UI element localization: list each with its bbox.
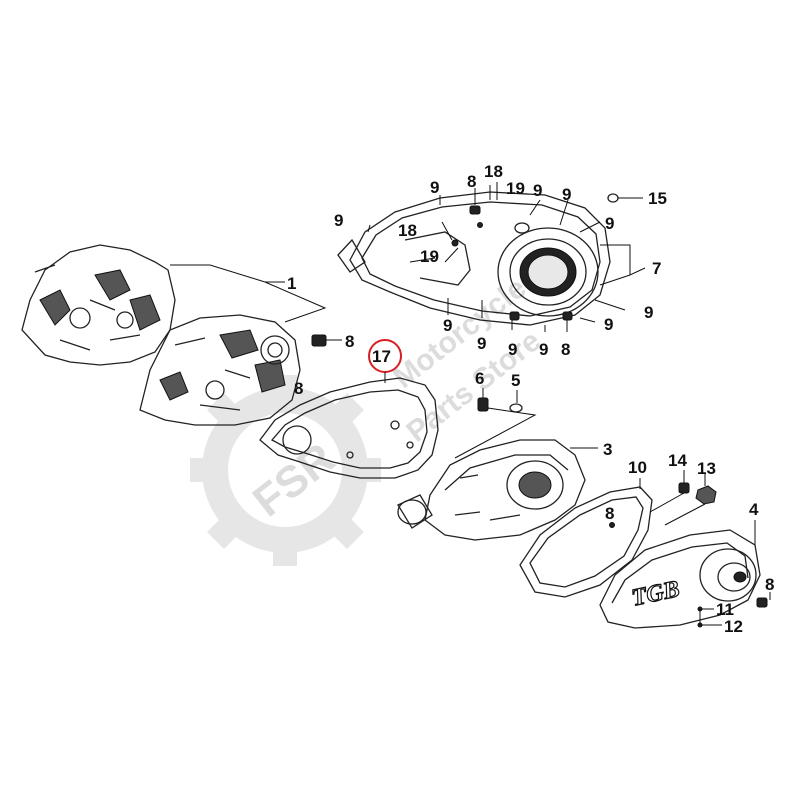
label-9-i: 9 — [539, 340, 548, 359]
crankcase-right-half — [139, 314, 301, 426]
leader-lines-5-6 — [454, 407, 537, 459]
dowel-pin-8 — [311, 334, 342, 347]
label-5: 5 — [511, 371, 520, 390]
label-9-d: 9 — [334, 211, 343, 230]
label-4: 4 — [749, 500, 759, 519]
label-19-top: 19 — [506, 179, 525, 198]
label-15: 15 — [648, 189, 667, 208]
outer-cover-4: TGB — [599, 520, 761, 629]
label-18-top: 18 — [484, 162, 503, 181]
label-3: 3 — [603, 440, 612, 459]
callout-17-highlight — [368, 339, 402, 383]
leader-lines-13-14 — [649, 492, 706, 526]
label-8-gasket: 8 — [605, 504, 614, 523]
label-8-top: 8 — [467, 172, 476, 191]
label-9-b: 9 — [533, 181, 542, 200]
gasket-17 — [259, 377, 439, 479]
label-8-bottom: 8 — [561, 340, 570, 359]
label-9-k: 9 — [644, 303, 653, 322]
label-17: 17 — [372, 347, 391, 366]
crankcase-left-half — [21, 244, 176, 366]
washer-11-12 — [697, 606, 722, 628]
label-11: 11 — [716, 600, 734, 619]
label-9-c: 9 — [562, 185, 571, 204]
bolt-8-right — [756, 592, 771, 608]
label-9-h: 9 — [508, 340, 517, 359]
label-13: 13 — [697, 459, 716, 478]
label-7: 7 — [652, 259, 661, 278]
label-18-mid: 18 — [398, 221, 417, 240]
label-8-right: 8 — [765, 575, 774, 594]
label-8-case-lower: 8 — [294, 379, 303, 398]
leader-lines-part-7 — [367, 182, 646, 332]
outer-gasket-10 — [519, 478, 653, 598]
label-9-a: 9 — [430, 178, 439, 197]
label-6: 6 — [475, 369, 484, 388]
label-9-f: 9 — [443, 316, 452, 335]
label-12: 12 — [724, 617, 743, 636]
bolt-14 — [678, 470, 690, 494]
label-9-e: 9 — [605, 214, 614, 233]
bolt-6 — [477, 388, 489, 412]
label-9-g: 9 — [477, 334, 486, 353]
label-14: 14 — [668, 451, 687, 470]
washer-5 — [509, 390, 523, 413]
label-9-j: 9 — [604, 315, 613, 334]
nut-13 — [695, 473, 717, 505]
clutch-cover-7 — [337, 191, 619, 326]
label-19-mid: 19 — [420, 247, 439, 266]
inner-cover-3 — [397, 439, 586, 541]
label-1: 1 — [287, 274, 296, 293]
leader-lines-part-1 — [170, 264, 327, 323]
label-10: 10 — [628, 458, 647, 477]
cover-logo: TGB — [629, 576, 681, 611]
label-8-case: 8 — [345, 332, 354, 351]
